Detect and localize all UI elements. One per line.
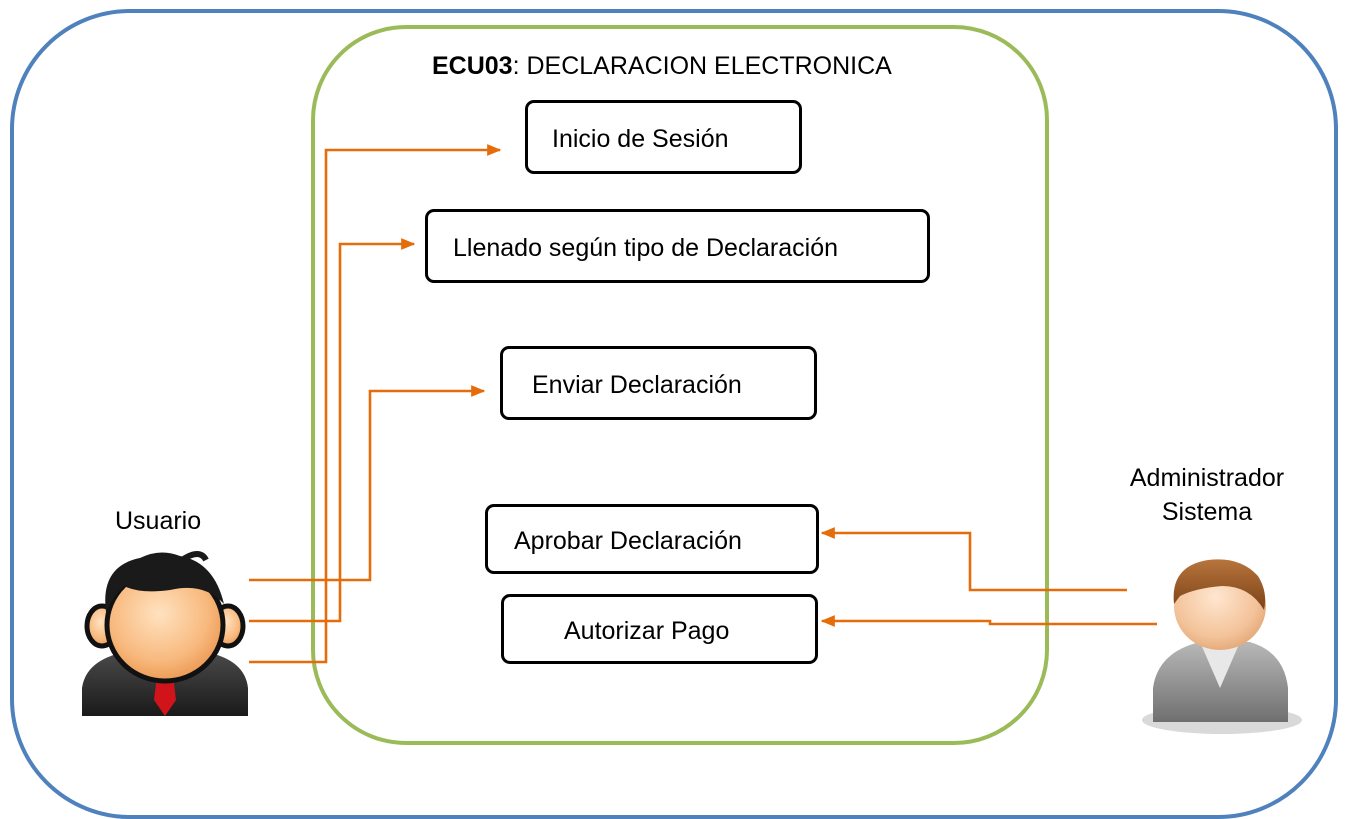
use-case-llenado[interactable]: Llenado según tipo de Declaración <box>425 209 930 283</box>
system-boundary <box>311 25 1049 745</box>
actor-label-line1: Administrador <box>1129 464 1285 492</box>
diagram-title: ECU03: DECLARACION ELECTRONICA <box>432 52 892 81</box>
use-case-autorizar[interactable]: Autorizar Pago <box>501 594 818 664</box>
connectors <box>249 144 1157 664</box>
actor-label-admin: Administrador Sistema <box>1107 461 1307 529</box>
use-case-label: Inicio de Sesión <box>552 125 729 153</box>
connector-usuario-llenado <box>249 238 416 623</box>
connector-usuario-inicio <box>249 144 502 664</box>
connector-admin-autorizar <box>820 615 1157 627</box>
connector-admin-aprobar <box>820 527 1127 592</box>
connector-usuario-enviar <box>249 385 486 582</box>
actor-label-usuario: Usuario <box>115 507 202 535</box>
businessman-icon[interactable] <box>0 0 1354 787</box>
title-text: : DECLARACION ELECTRONICA <box>512 52 892 80</box>
use-case-aprobar[interactable]: Aprobar Declaración <box>485 504 819 574</box>
use-case-label: Aprobar Declaración <box>514 527 742 555</box>
use-case-label: Llenado según tipo de Declaración <box>453 234 838 262</box>
use-case-label: Autorizar Pago <box>564 617 730 645</box>
use-case-enviar[interactable]: Enviar Declaración <box>500 346 817 420</box>
use-case-inicio-sesion[interactable]: Inicio de Sesión <box>525 100 802 174</box>
use-case-label: Enviar Declaración <box>532 371 742 399</box>
actor-label-line2: Sistema <box>1161 498 1253 526</box>
user-icon[interactable] <box>0 0 1354 787</box>
title-code: ECU03 <box>432 52 513 80</box>
